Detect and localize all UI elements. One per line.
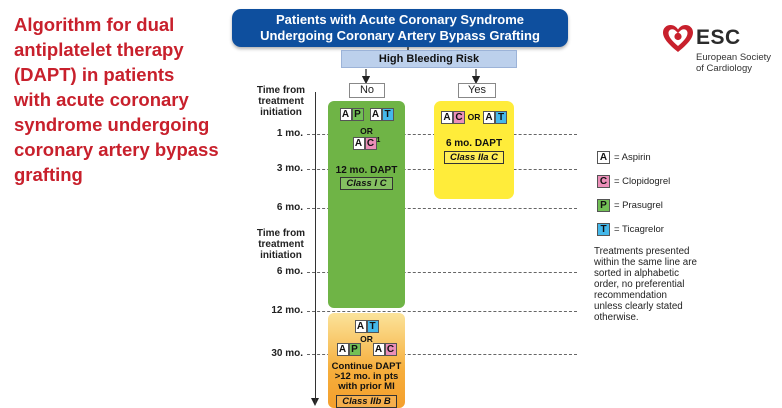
drug-ticagrelor: T — [381, 108, 394, 121]
title-line: coronary artery bypass — [14, 139, 219, 160]
timepoint-30mo: 30 mo. — [271, 348, 303, 359]
drug-aspirin: A — [483, 111, 496, 124]
drug-prasugrel: P — [351, 108, 364, 121]
orange-line-1: Continue DAPT — [331, 361, 402, 372]
gridline-12mo — [307, 311, 577, 312]
timepoint-1mo: 1 mo. — [276, 128, 303, 139]
drug-clopidogrel: C — [452, 111, 465, 124]
gridline-30mo — [307, 354, 577, 355]
yellow-duration: 6 mo. DAPT — [445, 138, 503, 149]
note-line: recommendation — [594, 290, 667, 301]
class-label-green: Class I C — [340, 177, 393, 190]
drug-clopidogrel: C — [384, 343, 397, 356]
answer-no: No — [349, 83, 385, 98]
time-axis-label-top: Time from treatment initiation — [250, 85, 312, 118]
time-label-line: treatment — [258, 239, 304, 250]
timepoint-6mo: 6 mo. — [276, 202, 303, 213]
time-label-line: initiation — [260, 107, 302, 118]
footnote-superscript: 1 — [376, 137, 381, 144]
legend-note: Treatments presented within the same lin… — [594, 246, 724, 323]
legend-item-ticagrelor: T = Ticagrelor — [597, 222, 670, 236]
note-line: otherwise. — [594, 312, 639, 323]
drug-aspirin: A — [354, 320, 367, 333]
esc-heart-icon — [663, 25, 693, 52]
legend-swatch: T — [597, 222, 610, 236]
drug-prasugrel: P — [348, 343, 361, 356]
green-duration: 12 mo. DAPT — [335, 165, 398, 176]
drug-ticagrelor: T — [366, 320, 379, 333]
timepoint-3mo: 3 mo. — [276, 163, 303, 174]
answer-yes: Yes — [458, 83, 496, 98]
green-class-wrap: Class I C — [328, 177, 405, 190]
title-line: grafting — [14, 164, 83, 185]
title-line: Algorithm for dual — [14, 14, 175, 35]
gridline-6mo — [307, 208, 577, 209]
time-label-line: Time from — [256, 85, 306, 96]
title-line: antiplatelet therapy — [14, 39, 184, 60]
timepoint-6mo-second: 6 mo. — [276, 266, 303, 277]
or-label: OR — [360, 126, 373, 136]
legend-swatch: A — [597, 150, 610, 164]
time-label-line: initiation — [260, 250, 302, 261]
algorithm-header: Patients with Acute Coronary Syndrome Un… — [232, 9, 568, 47]
drug-clopidogrel: C — [364, 137, 377, 151]
orange-class-wrap: Class IIb B — [328, 395, 405, 408]
legend-swatch: P — [597, 198, 610, 212]
class-label-yellow: Class IIa C — [443, 151, 505, 164]
time-axis-label-mid: Time from treatment initiation — [250, 228, 312, 261]
legend-item-prasugrel: P = Prasugrel — [597, 198, 670, 212]
title-line: (DAPT) in patients — [14, 64, 175, 85]
note-line: order, no preferential — [594, 279, 685, 290]
time-label-line: Time from — [256, 228, 306, 239]
or-label: OR — [360, 334, 373, 344]
dapt-12mo-box — [328, 101, 405, 308]
gridline-6mo-second — [307, 272, 577, 273]
time-axis — [315, 92, 316, 404]
legend-label: = Aspirin — [614, 151, 651, 163]
or-label: OR — [467, 112, 481, 123]
esc-sub-line: European Society — [696, 52, 771, 63]
slide-title: Algorithm for dual antiplatelet therapy … — [14, 12, 244, 187]
drug-aspirin: A — [440, 111, 453, 124]
note-line: within the same line are — [594, 257, 697, 268]
esc-logo-subtitle: European Society of Cardiology — [696, 52, 771, 74]
drug-aspirin: A — [336, 343, 349, 356]
drug-aspirin: A — [339, 108, 352, 121]
legend-label: = Clopidogrel — [614, 175, 671, 187]
note-line: sorted in alphabetic — [594, 268, 679, 279]
drug-aspirin: A — [352, 137, 365, 151]
esc-sub-line: of Cardiology — [696, 63, 752, 74]
drug-ticagrelor: T — [495, 111, 508, 124]
yellow-class-wrap: Class IIa C — [434, 151, 514, 164]
title-line: syndrome undergoing — [14, 114, 210, 135]
legend-item-clopidogrel: C = Clopidogrel — [597, 174, 670, 188]
note-line: Treatments presented — [594, 246, 690, 257]
orange-text: Continue DAPT >12 mo. in pts with prior … — [328, 362, 405, 392]
drug-aspirin: A — [369, 108, 382, 121]
legend-item-aspirin: A = Aspirin — [597, 150, 670, 164]
header-line-1: Patients with Acute Coronary Syndrome — [275, 12, 524, 27]
drug-aspirin: A — [372, 343, 385, 356]
esc-logo-name: ESC — [696, 26, 741, 49]
header-line-2: Undergoing Coronary Artery Bypass Grafti… — [260, 28, 540, 43]
title-line: with acute coronary — [14, 89, 189, 110]
high-bleeding-risk-box: High Bleeding Risk — [341, 50, 517, 68]
class-label-orange: Class IIb B — [336, 395, 397, 408]
orange-line-2: >12 mo. in pts — [334, 371, 399, 382]
legend: A = Aspirin C = Clopidogrel P = Prasugre… — [597, 150, 670, 236]
legend-label: = Prasugrel — [614, 199, 663, 211]
orange-line-3: with prior MI — [338, 381, 395, 392]
note-line: unless clearly stated — [594, 301, 683, 312]
legend-label: = Ticagrelor — [614, 223, 664, 235]
legend-swatch: C — [597, 174, 610, 188]
time-label-line: treatment — [258, 96, 304, 107]
timepoint-12mo: 12 mo. — [271, 305, 303, 316]
